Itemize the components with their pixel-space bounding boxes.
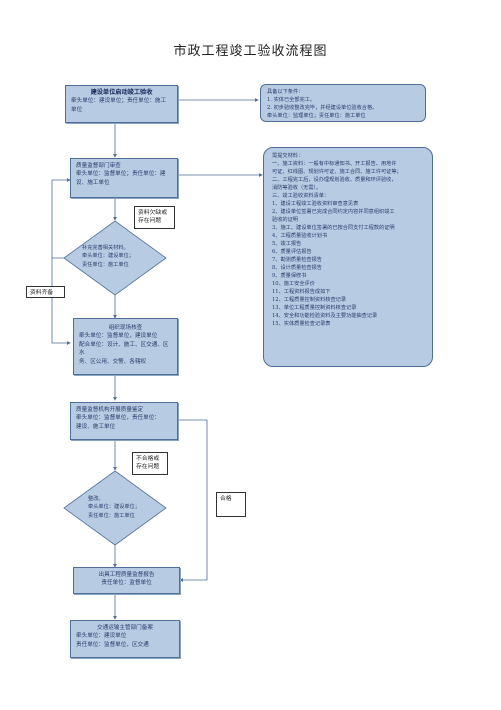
supplement-materials-text: 补充完善相关材料。 牵头单位：建设单位； 责任单位：施工单位	[82, 245, 134, 268]
box1-title: 建设单位启动竣工验收	[90, 89, 153, 96]
pass-note: 合格	[216, 492, 246, 517]
start-acceptance-box: 建设单位启动竣工验收 牵头单位：建设单位；责任单位：施工 单位	[65, 85, 178, 123]
conditions-box: 具备以下条件： 1. 实体已全部完工。 2. 初步验收整改完毕，并经建设单位验收…	[260, 84, 426, 122]
site-inspection-box: 组织现场核查 牵头单位：监督单位，建设单位 配合单位：设计、施工、区交通、区水 …	[73, 318, 178, 375]
decision-diamond-1	[63, 220, 167, 296]
quality-review-box: 质量监督部门审查 牵头单位：监督单位；责任单位：建 设、施工单位	[70, 158, 178, 198]
failed-note: 不合格或 存在问题	[132, 452, 168, 475]
decision-diamond-2	[63, 470, 167, 546]
materials-list-box: 需提交材料： 一、施工资料：一般有中标通知书、开工报告、用地许 可证、红线图、规…	[263, 147, 433, 367]
filing-box: 交通运输主管部门备案 牵头单位：建设单位 责任单位：监督单位，区交通	[70, 620, 180, 658]
missing-materials-note: 资料欠缺或 存在问题	[134, 206, 175, 229]
quality-appraisal-box: 质量监督机构开展质量鉴定 牵头单位：监督单位，责任单位： 建设、施工单位	[70, 402, 178, 440]
rectification-text: 整改。 牵头单位：建设单位； 责任单位：施工单位	[88, 496, 140, 519]
complete-materials-note: 资料齐备	[26, 286, 65, 298]
page-title: 市政工程竣工验收流程图	[173, 44, 328, 59]
supervision-report-box: 出具工程质量监督报告 责任单位：监督单位	[73, 567, 180, 594]
